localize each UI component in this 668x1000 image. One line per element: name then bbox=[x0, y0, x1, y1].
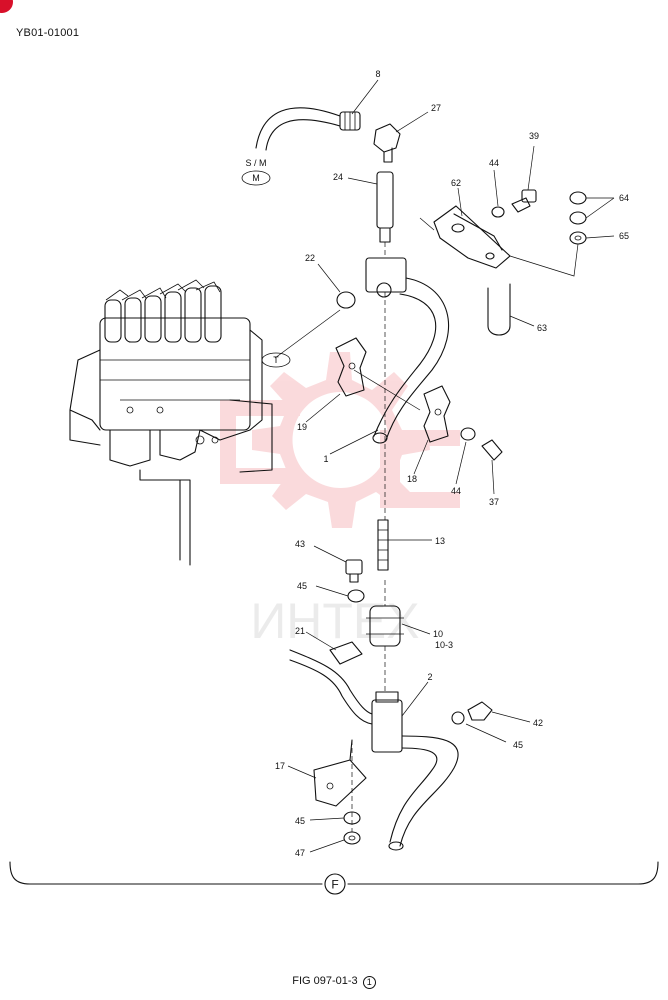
view-marker-letter: F bbox=[331, 878, 338, 892]
sleeve-24 bbox=[376, 171, 394, 243]
bracket-62 bbox=[433, 205, 511, 269]
callout-13: 13 bbox=[435, 536, 445, 546]
callout-37: 37 bbox=[489, 497, 499, 507]
bolt-39 bbox=[511, 189, 537, 213]
callout-18: 18 bbox=[407, 474, 417, 484]
callout-labels: 8 27 39 44 62 24 22 64 65 63 19 1 18 44 … bbox=[275, 69, 629, 858]
callout-43: 43 bbox=[295, 539, 305, 549]
washer-44-upper bbox=[491, 206, 505, 218]
callout-39: 39 bbox=[529, 131, 539, 141]
callout-2: 2 bbox=[427, 672, 432, 682]
callout-47: 47 bbox=[295, 848, 305, 858]
stud-13 bbox=[377, 519, 389, 571]
callout-24: 24 bbox=[333, 172, 343, 182]
clamp-18 bbox=[423, 385, 451, 443]
callout-8: 8 bbox=[375, 69, 380, 79]
figure-sheet-number: 1 bbox=[362, 976, 376, 989]
callout-1: 1 bbox=[323, 454, 328, 464]
bracket-17 bbox=[313, 739, 367, 807]
view-bracket: F bbox=[9, 861, 659, 895]
figure-number: FIG 097-01-3 bbox=[292, 975, 358, 987]
callout-19: 19 bbox=[297, 422, 307, 432]
control-valve-assembly bbox=[69, 279, 273, 566]
callout-42: 42 bbox=[533, 718, 543, 728]
o-ring-22 bbox=[336, 291, 356, 309]
leader-lines bbox=[287, 79, 615, 853]
u-bolt-63 bbox=[487, 283, 511, 336]
hose-8 bbox=[255, 107, 361, 151]
washer-45-right bbox=[451, 711, 465, 725]
callout-44-upper: 44 bbox=[489, 158, 499, 168]
clamp-21 bbox=[329, 641, 363, 665]
bolt-43 bbox=[345, 559, 363, 583]
sm-label: S / M bbox=[245, 158, 266, 168]
callout-45-upper: 45 bbox=[297, 581, 307, 591]
nut-64 bbox=[569, 191, 587, 225]
bolt-42 bbox=[467, 701, 493, 721]
alignment-lines bbox=[274, 217, 579, 832]
watermark-text: ИНТЕХ bbox=[250, 593, 419, 649]
washer-65 bbox=[569, 231, 587, 245]
callout-45-right: 45 bbox=[513, 740, 523, 750]
callout-17: 17 bbox=[275, 761, 285, 771]
watermark-gear-logo bbox=[220, 352, 460, 528]
document-code: YB01-01001 bbox=[16, 27, 80, 39]
callout-21: 21 bbox=[295, 626, 305, 636]
bolt-37 bbox=[481, 439, 503, 461]
nut-47 bbox=[343, 831, 361, 845]
washer-44-lower bbox=[460, 427, 476, 441]
callout-45-lower: 45 bbox=[295, 816, 305, 826]
callout-27: 27 bbox=[431, 103, 441, 113]
view-marker-circle bbox=[324, 873, 346, 895]
callout-63: 63 bbox=[537, 323, 547, 333]
sm-mark-oval bbox=[241, 170, 271, 186]
callout-65: 65 bbox=[619, 231, 629, 241]
figure-caption: FIG 097-01-3 1 bbox=[0, 975, 668, 989]
corner-marker bbox=[0, 0, 13, 13]
pipe-1 bbox=[365, 257, 449, 444]
t-mark: T bbox=[273, 355, 279, 365]
callout-22: 22 bbox=[305, 253, 315, 263]
t-mark-oval bbox=[261, 352, 291, 368]
callout-44-lower: 44 bbox=[451, 486, 461, 496]
callout-62: 62 bbox=[451, 178, 461, 188]
fitting-2 bbox=[371, 691, 403, 753]
callout-10-3: 10-3 bbox=[435, 640, 453, 650]
callout-64: 64 bbox=[619, 193, 629, 203]
clamp-19 bbox=[335, 337, 367, 397]
callout-10: 10 bbox=[433, 629, 443, 639]
elbow-fitting-27 bbox=[373, 123, 401, 163]
sm-mark: M bbox=[252, 173, 260, 183]
lower-pipe bbox=[289, 649, 459, 851]
